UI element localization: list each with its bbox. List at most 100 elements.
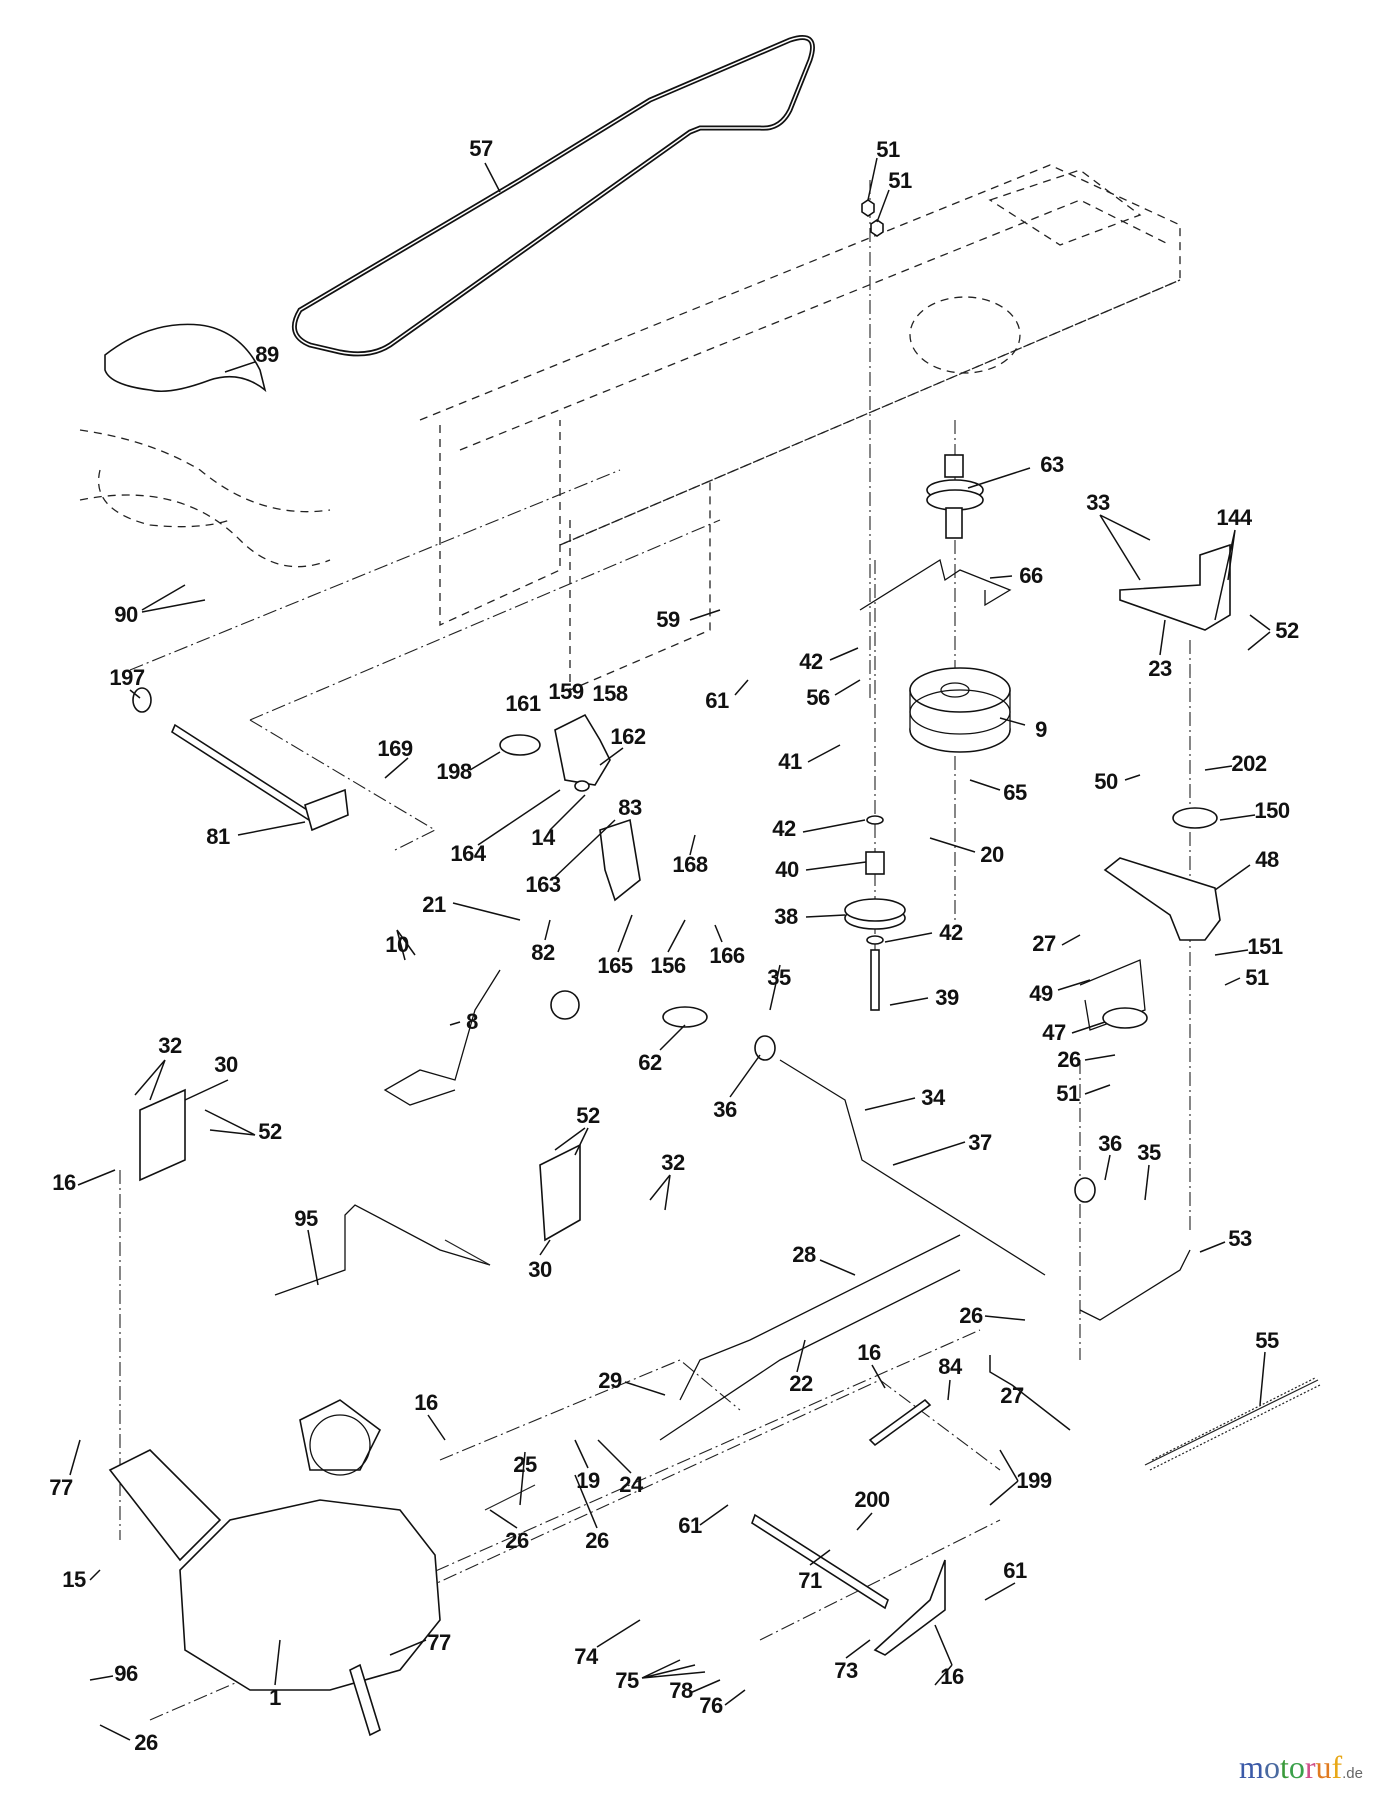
callout-51[interactable]: 51 <box>1056 1081 1080 1106</box>
callout-95[interactable]: 95 <box>294 1206 318 1231</box>
callout-52[interactable]: 52 <box>258 1119 282 1144</box>
callout-26[interactable]: 26 <box>505 1528 529 1553</box>
callout-40[interactable]: 40 <box>775 857 799 882</box>
callout-20[interactable]: 20 <box>980 842 1004 867</box>
callout-15[interactable]: 15 <box>62 1567 86 1592</box>
callout-47[interactable]: 47 <box>1042 1020 1066 1045</box>
callout-29[interactable]: 29 <box>598 1368 622 1393</box>
callout-41[interactable]: 41 <box>778 749 802 774</box>
callout-63[interactable]: 63 <box>1040 452 1064 477</box>
callout-42[interactable]: 42 <box>799 649 823 674</box>
callout-30[interactable]: 30 <box>528 1257 552 1282</box>
callout-8[interactable]: 8 <box>466 1009 478 1034</box>
callout-61[interactable]: 61 <box>678 1513 702 1538</box>
callout-66[interactable]: 66 <box>1019 563 1043 588</box>
callout-77[interactable]: 77 <box>427 1630 451 1655</box>
callout-161[interactable]: 161 <box>505 691 541 716</box>
callout-61[interactable]: 61 <box>1003 1558 1027 1583</box>
callout-156[interactable]: 156 <box>650 953 686 978</box>
callout-49[interactable]: 49 <box>1029 981 1053 1006</box>
callout-36[interactable]: 36 <box>713 1097 737 1122</box>
callout-28[interactable]: 28 <box>792 1242 816 1267</box>
callout-16[interactable]: 16 <box>940 1664 964 1689</box>
callout-57[interactable]: 57 <box>469 136 493 161</box>
callout-65[interactable]: 65 <box>1003 780 1027 805</box>
callout-32[interactable]: 32 <box>158 1033 182 1058</box>
callout-52[interactable]: 52 <box>1275 618 1299 643</box>
callout-159[interactable]: 159 <box>548 679 584 704</box>
callout-96[interactable]: 96 <box>114 1661 138 1686</box>
callout-163[interactable]: 163 <box>525 872 561 897</box>
callout-36[interactable]: 36 <box>1098 1131 1122 1156</box>
callout-56[interactable]: 56 <box>806 685 830 710</box>
callout-158[interactable]: 158 <box>592 681 628 706</box>
callout-166[interactable]: 166 <box>709 943 745 968</box>
callout-82[interactable]: 82 <box>531 940 555 965</box>
callout-50[interactable]: 50 <box>1094 769 1118 794</box>
callout-71[interactable]: 71 <box>798 1568 822 1593</box>
callout-51[interactable]: 51 <box>888 168 912 193</box>
callout-16[interactable]: 16 <box>52 1170 76 1195</box>
callout-39[interactable]: 39 <box>935 985 959 1010</box>
callout-168[interactable]: 168 <box>672 852 708 877</box>
callout-26[interactable]: 26 <box>134 1730 158 1755</box>
callout-144[interactable]: 144 <box>1216 505 1252 530</box>
callout-77[interactable]: 77 <box>49 1475 73 1500</box>
callout-84[interactable]: 84 <box>938 1354 962 1379</box>
callout-164[interactable]: 164 <box>450 841 486 866</box>
callout-32[interactable]: 32 <box>661 1150 685 1175</box>
callout-53[interactable]: 53 <box>1228 1226 1252 1251</box>
callout-78[interactable]: 78 <box>669 1678 693 1703</box>
callout-42[interactable]: 42 <box>939 920 963 945</box>
callout-202[interactable]: 202 <box>1231 751 1267 776</box>
callout-51[interactable]: 51 <box>876 137 900 162</box>
callout-30[interactable]: 30 <box>214 1052 238 1077</box>
callout-51[interactable]: 51 <box>1245 965 1269 990</box>
callout-151[interactable]: 151 <box>1247 934 1283 959</box>
callout-200[interactable]: 200 <box>854 1487 890 1512</box>
callout-48[interactable]: 48 <box>1255 847 1279 872</box>
callout-24[interactable]: 24 <box>619 1472 643 1497</box>
callout-16[interactable]: 16 <box>414 1390 438 1415</box>
callout-22[interactable]: 22 <box>789 1371 813 1396</box>
callout-35[interactable]: 35 <box>767 965 791 990</box>
callout-75[interactable]: 75 <box>615 1668 639 1693</box>
callout-42[interactable]: 42 <box>772 816 796 841</box>
callout-55[interactable]: 55 <box>1255 1328 1279 1353</box>
callout-61[interactable]: 61 <box>705 688 729 713</box>
callout-38[interactable]: 38 <box>774 904 798 929</box>
callout-21[interactable]: 21 <box>422 892 446 917</box>
callout-90[interactable]: 90 <box>114 602 138 627</box>
callout-25[interactable]: 25 <box>513 1452 537 1477</box>
callout-26[interactable]: 26 <box>959 1303 983 1328</box>
callout-83[interactable]: 83 <box>618 795 642 820</box>
callout-74[interactable]: 74 <box>574 1644 598 1669</box>
callout-33[interactable]: 33 <box>1086 490 1110 515</box>
callout-81[interactable]: 81 <box>206 824 230 849</box>
callout-169[interactable]: 169 <box>377 736 413 761</box>
callout-14[interactable]: 14 <box>531 825 555 850</box>
callout-37[interactable]: 37 <box>968 1130 992 1155</box>
callout-27[interactable]: 27 <box>1000 1383 1024 1408</box>
callout-89[interactable]: 89 <box>255 342 279 367</box>
callout-197[interactable]: 197 <box>109 665 145 690</box>
callout-10[interactable]: 10 <box>385 932 409 957</box>
callout-59[interactable]: 59 <box>656 607 680 632</box>
callout-76[interactable]: 76 <box>699 1693 723 1718</box>
callout-198[interactable]: 198 <box>436 759 472 784</box>
callout-150[interactable]: 150 <box>1254 798 1290 823</box>
callout-162[interactable]: 162 <box>610 724 646 749</box>
callout-26[interactable]: 26 <box>585 1528 609 1553</box>
callout-19[interactable]: 19 <box>576 1468 600 1493</box>
callout-52[interactable]: 52 <box>576 1103 600 1128</box>
callout-62[interactable]: 62 <box>638 1050 662 1075</box>
callout-9[interactable]: 9 <box>1035 717 1047 742</box>
callout-73[interactable]: 73 <box>834 1658 858 1683</box>
callout-27[interactable]: 27 <box>1032 931 1056 956</box>
callout-26[interactable]: 26 <box>1057 1047 1081 1072</box>
callout-23[interactable]: 23 <box>1148 656 1172 681</box>
callout-34[interactable]: 34 <box>921 1085 945 1110</box>
callout-1[interactable]: 1 <box>269 1685 281 1710</box>
callout-35[interactable]: 35 <box>1137 1140 1161 1165</box>
callout-165[interactable]: 165 <box>597 953 633 978</box>
